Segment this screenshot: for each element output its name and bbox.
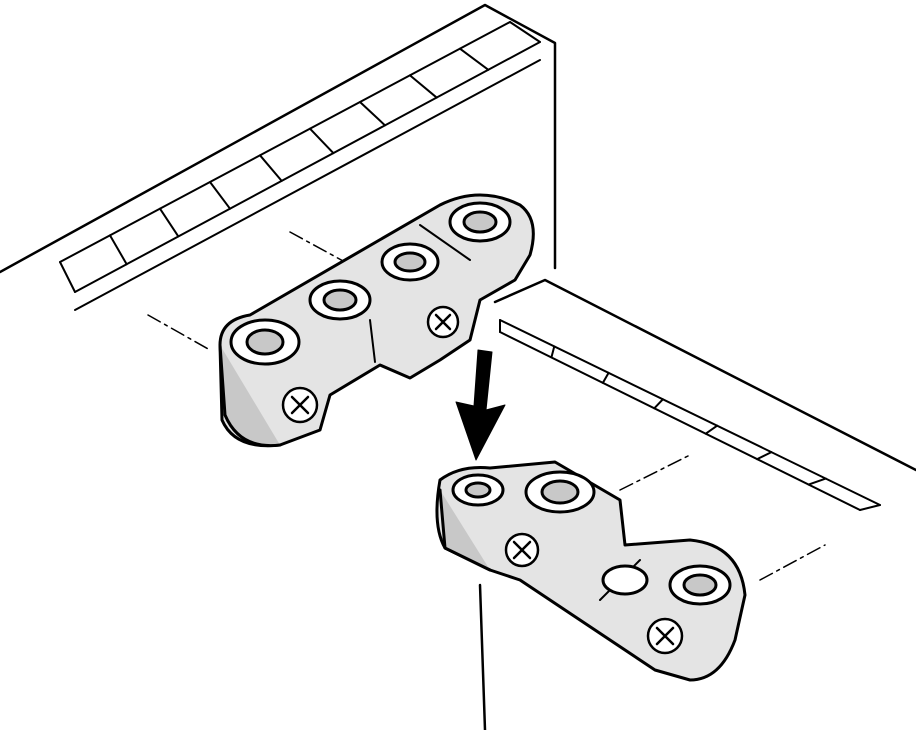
- grid-divider: [756, 451, 773, 461]
- phillips-screw-icon: [504, 532, 684, 655]
- grid-divider: [59, 261, 76, 293]
- grid-divider: [259, 154, 283, 182]
- grid-divider: [209, 181, 231, 210]
- grid-divider: [859, 504, 881, 511]
- grid-divider: [807, 477, 827, 486]
- grid-divider: [359, 101, 386, 127]
- grid-divider: [704, 424, 719, 435]
- grid-divider: [601, 371, 610, 384]
- phillips-screw-icon: [281, 305, 460, 424]
- upper-panel: [0, 3, 557, 311]
- upper-connector: [218, 193, 535, 448]
- grid-divider: [409, 74, 438, 99]
- grid-divider: [459, 47, 490, 71]
- grid-divider: [159, 207, 180, 238]
- alignment-guides: [147, 231, 826, 581]
- upper-panel-grid: [59, 21, 541, 293]
- grid-divider: [653, 398, 664, 410]
- lower-panel-grid: [499, 319, 881, 511]
- grid-divider: [550, 345, 556, 359]
- arrow-down-icon: [455, 349, 506, 461]
- grid-divider: [509, 21, 541, 43]
- grid-divider: [309, 127, 335, 155]
- lower-panel: [478, 278, 916, 730]
- grid-divider: [109, 234, 128, 266]
